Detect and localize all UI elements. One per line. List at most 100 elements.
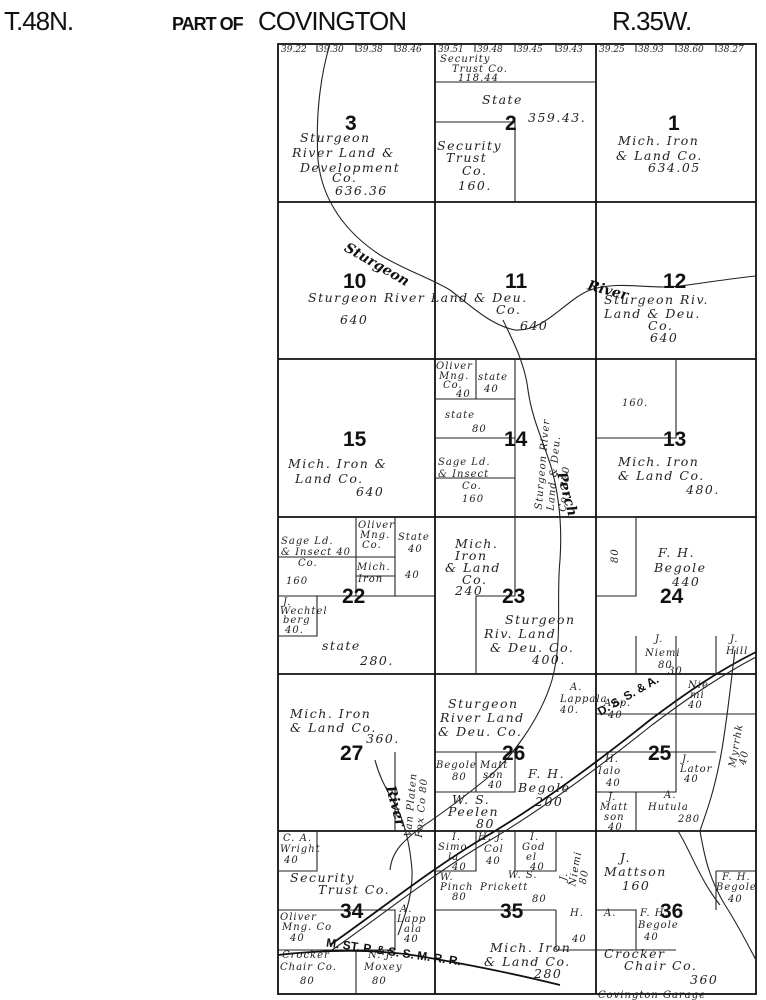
section-number: 36 [660,900,683,923]
section-number: 25 [648,742,672,765]
section-number: 15 [343,428,367,451]
owner-label: F. H. Begole 200 [517,766,576,809]
lot-acreage: 39.30 [318,45,344,55]
section-number: 27 [340,742,363,765]
owner-label: App. 40 [603,698,635,721]
section-grid [277,43,757,995]
owner-label: Sturgeon Riv. Land & Deu. Co. 640 [603,292,715,345]
owner-label: J. Matt son 40 [599,792,632,833]
owner-label: 40 [404,570,420,581]
perch-river [389,319,562,871]
railroad-dssa [329,651,757,946]
owner-label: J. Lator 40 [679,754,717,785]
owner-label: Begole 80 [435,760,481,783]
owner-label: J. Niemi 80 [644,634,685,671]
township-name: COVINGTON [258,6,407,36]
owner-label: Mich. Iron & Land Co. 640 [287,456,393,499]
sturgeon-river [316,43,757,331]
owner-label: F. H. Begole 40 [715,872,761,905]
road-east [699,830,757,961]
owner-label: Security Trust Co. [290,870,390,897]
owner-label: State 40 [398,532,434,555]
lot-acreage: 39.25 [599,45,625,55]
owner-label: Crocker Chair Co. 360 [604,946,718,987]
owner-label: State 359.43. [482,92,586,125]
owner-label: N. J. Moxey 80 [363,950,407,987]
section-number: 23 [502,585,525,608]
owner-label: Security Trust Co. 160. [437,138,508,193]
range-label: R.35W. [612,6,692,36]
owner-label: J. Wechtel berg 40. [280,597,332,636]
section-number: 24 [660,585,684,608]
section-numbers: 1 2 3 10 11 12 13 14 15 22 23 24 25 26 2… [340,112,686,923]
owner-label: A. Lappala 40. [559,682,612,716]
owner-label: W. S. Prickett 80 [479,870,547,905]
owner-label: A. Lapp ala 40 [396,904,431,945]
lot-acreage: 39.22 [281,45,307,55]
west-river [374,759,413,936]
owner-label: J. Niemi 80 [557,845,595,890]
owner-label: H. A. 40 [569,908,621,945]
owner-label: Matt son 40 [479,760,512,791]
lot-acreage: 39.51 [438,45,464,55]
section-number: 3 [345,112,357,135]
owner-label: H. Ialo 40 [597,754,625,789]
owner-label: F. H. Begole 40 [637,908,683,943]
section-number: 2 [505,112,517,135]
section-number: 12 [663,270,686,293]
owner-label: W. S. Peelen 80 [447,792,505,831]
owner-label: J. Mattson 160 [603,850,672,893]
owner-label: 80 [610,548,621,563]
owner-label: state 80 [445,410,487,435]
part-of-label: PART OF [172,14,244,34]
top-lots: 39.22 39.30 39.38 38.46 39.51 39.48 39.4… [281,45,744,55]
owner-label: Crocker Chair Co. 80 [280,950,341,987]
owner-label: Mich. Iron & Land Co. 634.05 [616,133,708,175]
owner-label: Mich. Iron [356,562,395,585]
lot-acreage: 39.43 [557,45,583,55]
lot-acreage: 39.48 [477,45,503,55]
section-number: 10 [343,270,366,293]
owner-label: 30 [668,666,683,677]
owner-label: Van Platen Fox Co 80 [403,768,431,839]
lot-acreage: 39.45 [517,45,543,55]
owner-label: Oliver Mng. Co. 40 [436,361,477,400]
map-features [277,43,757,986]
place-label: Covington Garage [598,990,706,1000]
section-number: 22 [342,585,365,608]
owner-label: H. J. Col 40 [477,832,509,867]
owner-label: Sturgeon River Land & Deu. Co. [438,696,530,739]
owner-label: Nie mi 40 [687,680,713,711]
lot-acreage: 38.46 [396,45,422,55]
parcel-lines [278,44,756,994]
owner-label: Sage Ld. & Insect Co. 160 [438,457,495,505]
owner-label: Oliver Mng. Co 40 [280,912,336,944]
section-number: 35 [500,900,524,923]
lot-acreage: 38.93 [638,45,664,55]
owner-labels: Sturgeon River Land & Development Co. 63… [280,54,761,987]
owner-label: Sage Ld. & Insect 40 Co. [281,536,355,569]
owner-label: F. H. Begole 440 [653,545,712,589]
owner-label: I. God el 40 [522,832,550,873]
owner-label: Mich. Iron & Land Co. 240 [445,536,506,598]
railroad-mstp [277,949,561,986]
owner-label: Mich. Iron & Land Co. 480. [617,454,720,497]
lot-acreage: 38.60 [678,45,704,55]
owner-label: 160 [286,576,308,587]
township-label: T.48N. [4,6,74,36]
owner-label: I. Simo la 40 [438,832,472,873]
owner-label: W. Pinch 80 [439,872,478,903]
owner-label: Oliver Mng. Co. [358,520,399,551]
owner-label: Mich. Iron & Land Co. 280 [484,940,577,981]
section-number: 14 [504,428,528,451]
section-number: 26 [502,742,525,765]
section-number: 13 [663,428,686,451]
owner-label: state 40 [478,372,512,395]
owner-label: Myrrhk 40 [727,719,756,771]
owner-label: Mich. Iron & Land Co. 360. [289,706,400,746]
owner-label: C. A. Wright 40 [280,833,325,866]
owner-label: Sturgeon River Land & Development Co. 63… [291,130,406,198]
owner-label: J. Hill [725,634,748,657]
owner-label: Sturgeon Riv. Land & Deu. Co. 400. [483,612,581,667]
